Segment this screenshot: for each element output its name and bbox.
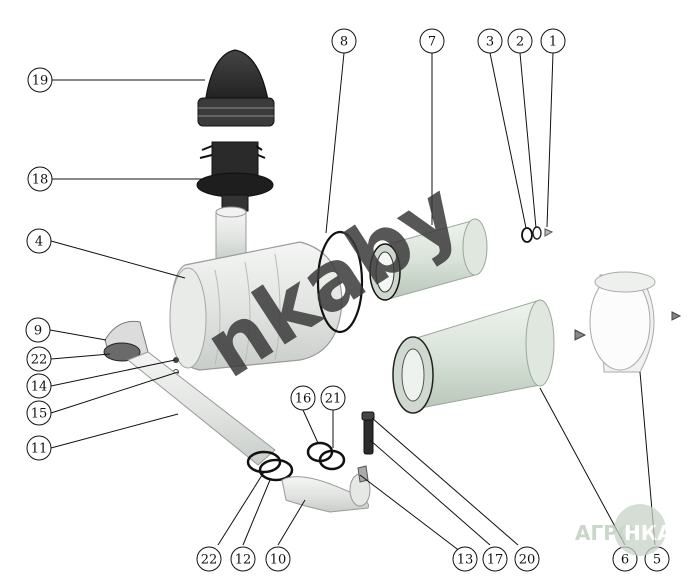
callout-19: 19	[27, 67, 53, 93]
callout-label: 18	[32, 173, 49, 188]
part-small-fasteners	[521, 226, 554, 243]
callout-12: 12	[230, 546, 256, 572]
callout-label: 3	[486, 35, 494, 50]
part-pre-cleaner	[196, 141, 274, 212]
callout-label: 2	[516, 35, 524, 50]
callout-label: 21	[325, 392, 342, 407]
part-elbow-adapter	[103, 320, 179, 375]
leader-lines	[49, 52, 656, 556]
part-bent-tube	[281, 473, 371, 513]
callout-label: 11	[31, 442, 48, 457]
callout-3: 3	[477, 28, 503, 54]
part-filter-housing	[169, 241, 343, 371]
callout-label: 14	[31, 380, 48, 395]
brand-logo-right: НКА	[624, 521, 673, 545]
brand-logo-left: АГРО	[575, 521, 635, 545]
callout-2: 2	[507, 28, 533, 54]
callout-label: 20	[519, 553, 536, 568]
part-o-ring-seal	[316, 230, 364, 334]
part-intake-hose	[127, 351, 276, 466]
brand-logo: АГРО НКА	[575, 504, 673, 556]
callout-22-left: 22	[26, 346, 52, 372]
callout-label: 10	[270, 553, 287, 568]
part-connector-valve	[357, 411, 375, 483]
callout-label: 5	[653, 553, 661, 568]
callout-20: 20	[514, 546, 540, 572]
callout-label: 22	[31, 353, 48, 368]
callout-label: 17	[487, 553, 504, 568]
callout-label: 9	[34, 324, 42, 339]
callout-14: 14	[26, 373, 52, 399]
callout-17: 17	[482, 546, 508, 572]
callout-8: 8	[331, 28, 357, 54]
callout-16: 16	[290, 385, 316, 411]
callout-label: 13	[457, 553, 474, 568]
callout-label: 6	[621, 553, 629, 568]
callout-label: 16	[295, 392, 312, 407]
callout-10: 10	[265, 546, 291, 572]
callout-label: 12	[235, 553, 252, 568]
callout-label: 22	[201, 553, 218, 568]
part-main-element	[392, 299, 555, 414]
callout-label: 7	[428, 35, 436, 50]
callout-label: 4	[35, 235, 43, 250]
callout-15: 15	[26, 400, 52, 426]
part-safety-element	[369, 218, 488, 301]
callout-4: 4	[26, 228, 52, 254]
callout-7: 7	[419, 28, 445, 54]
part-end-cover	[574, 271, 682, 373]
callout-11: 11	[26, 435, 52, 461]
callout-9: 9	[25, 317, 51, 343]
part-clamp-pair	[306, 441, 346, 471]
callout-label: 8	[340, 35, 348, 50]
callout-label: 1	[549, 35, 557, 50]
callout-13: 13	[452, 546, 478, 572]
callout-21: 21	[320, 385, 346, 411]
callout-label: 19	[32, 74, 49, 89]
part-rain-cap	[197, 49, 275, 127]
callout-1: 1	[540, 28, 566, 54]
callout-22-bottom: 22	[196, 546, 222, 572]
callout-18: 18	[27, 166, 53, 192]
callout-label: 15	[31, 407, 48, 422]
